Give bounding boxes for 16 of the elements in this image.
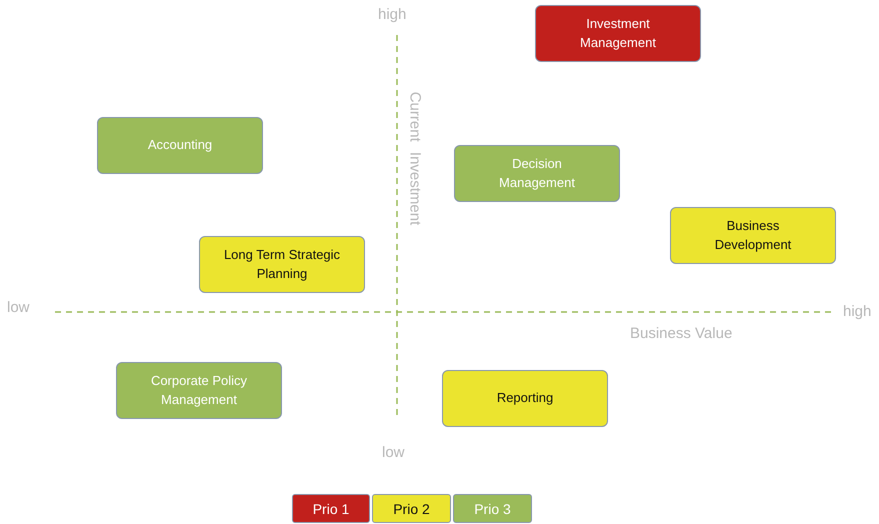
axis-title: Current Investment <box>406 90 424 228</box>
priority-box: Investment Management <box>535 5 701 62</box>
axis-high-label: high <box>378 6 406 23</box>
priority-box: Corporate Policy Management <box>116 362 282 419</box>
axis-title: Business Value <box>630 325 732 342</box>
priority-box: Decision Management <box>454 145 620 202</box>
legend-label: Prio 2 <box>393 500 430 516</box>
priority-box: Business Development <box>670 207 836 264</box>
legend-label: Prio 3 <box>474 500 511 516</box>
legend-label: Prio 1 <box>312 500 350 516</box>
priority-box: Long Term Strategic Planning <box>199 236 365 293</box>
priority-box: Accounting <box>97 117 263 174</box>
axis-low-label: low <box>382 444 405 461</box>
axis-low-label: low <box>7 299 30 316</box>
axis-high-label: high <box>843 303 872 320</box>
priority-box: Reporting <box>442 370 608 427</box>
